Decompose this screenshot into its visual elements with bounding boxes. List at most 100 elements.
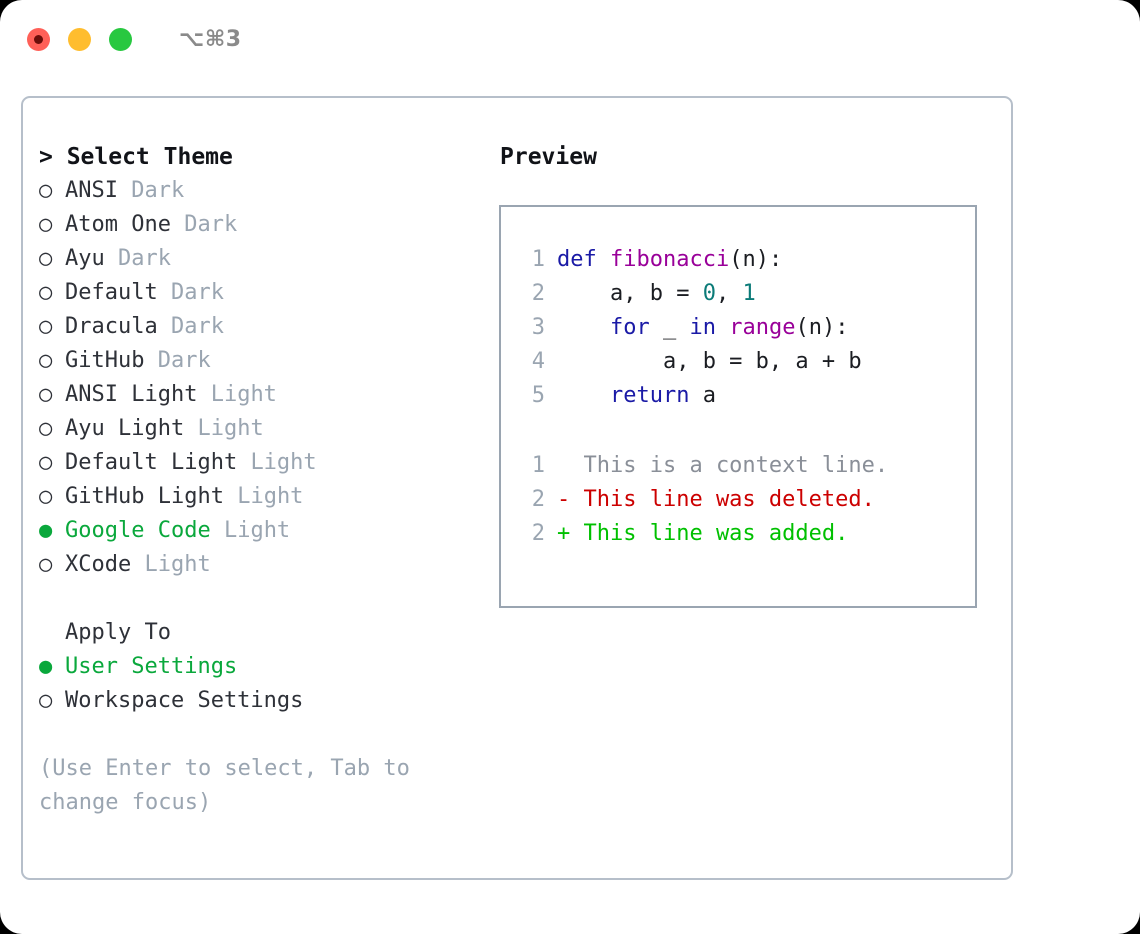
theme-list[interactable]: ○ANSI Dark○Atom One Dark○Ayu Dark○Defaul… xyxy=(39,174,499,582)
code-line: 2 a, b = 0, 1 xyxy=(519,277,975,311)
theme-list-item[interactable]: ○ Dracula Dark xyxy=(39,310,499,344)
theme-selector-column: > Select Theme ○ANSI Dark○Atom One Dark○… xyxy=(39,140,499,820)
keyboard-shortcut-label: ⌥⌘3 xyxy=(179,26,242,52)
theme-category: Light xyxy=(237,484,304,509)
diff-line: 2 + This line was added. xyxy=(519,517,975,551)
code-line: 4 a, b = b, a + b xyxy=(519,345,975,379)
radio-unselected-icon: ○ xyxy=(39,688,53,713)
theme-name: XCode xyxy=(65,552,132,577)
theme-name: Ayu Light xyxy=(65,416,185,441)
code-line: 3 for _ in range(n): xyxy=(519,311,975,345)
minimize-button[interactable] xyxy=(68,27,91,51)
radio-unselected-icon: ○ xyxy=(39,212,53,237)
diff-text: - This line was deleted. xyxy=(557,487,875,512)
diff-sample: 1 This is a context line. 2 - This line wa… xyxy=(519,449,975,551)
theme-list-item[interactable]: ○XCode Light xyxy=(39,548,499,582)
radio-unselected-icon: ○ xyxy=(39,450,53,475)
theme-name: GitHub xyxy=(65,348,145,373)
code-token: range xyxy=(729,315,796,340)
theme-name: ANSI Light xyxy=(65,382,198,407)
theme-category: Dark xyxy=(170,280,224,305)
code-token: (n): xyxy=(795,315,849,340)
traffic-lights xyxy=(27,27,132,51)
theme-list-item[interactable]: ○ GitHub Dark xyxy=(39,344,499,378)
theme-name: Google Code xyxy=(65,518,211,543)
code-token: for xyxy=(609,315,650,340)
radio-unselected-icon: ○ xyxy=(39,246,53,271)
diff-line: 1 This is a context line. xyxy=(519,449,975,483)
line-number: 4 xyxy=(531,349,545,374)
radio-unselected-icon: ○ xyxy=(39,314,53,339)
code-token: 0 xyxy=(702,281,716,306)
line-number: 3 xyxy=(531,315,545,340)
apply-to-list[interactable]: ● User Settings ○ Workspace Settings xyxy=(39,650,499,718)
apply-to-item[interactable]: ○ Workspace Settings xyxy=(39,684,499,718)
radio-unselected-icon: ○ xyxy=(39,416,53,441)
line-number: 1 xyxy=(531,247,545,272)
code-token: 1 xyxy=(742,281,756,306)
apply-to-header-label: Apply To xyxy=(65,620,171,645)
content-panel: > Select Theme ○ANSI Dark○Atom One Dark○… xyxy=(21,96,1013,880)
list-spacer xyxy=(39,582,499,616)
radio-unselected-icon: ○ xyxy=(39,178,53,203)
theme-category: Light xyxy=(210,382,277,407)
theme-category: Dark xyxy=(170,314,224,339)
keyboard-hint: (Use Enter to select, Tab to change focu… xyxy=(39,756,410,815)
theme-list-item[interactable]: ○Default Dark xyxy=(39,276,499,310)
diff-text: + This line was added. xyxy=(557,521,849,546)
code-token: fibonacci xyxy=(609,247,730,272)
radio-unselected-icon: ○ xyxy=(39,280,53,305)
theme-list-item[interactable]: ○ANSI Light Light xyxy=(39,378,499,412)
radio-selected-icon: ● xyxy=(39,518,53,543)
code-token: , xyxy=(715,281,743,306)
theme-name: Dracula xyxy=(65,314,158,339)
code-token: (n): xyxy=(729,247,783,272)
code-token: a, b = xyxy=(557,281,703,306)
apply-to-marker-space xyxy=(39,616,65,650)
theme-list-item[interactable]: ○ Default Light Light xyxy=(39,446,499,480)
theme-list-item[interactable]: ○ANSI Dark xyxy=(39,174,499,208)
record-indicator-icon xyxy=(34,34,43,44)
code-token: def xyxy=(557,247,610,272)
diff-line: 2 - This line was deleted. xyxy=(519,483,975,517)
theme-name: Default Light xyxy=(65,450,238,475)
apply-to-label: Workspace Settings xyxy=(65,688,304,713)
radio-unselected-icon: ○ xyxy=(39,348,53,373)
theme-list-item[interactable]: ○GitHub Light Light xyxy=(39,480,499,514)
radio-selected-icon: ● xyxy=(39,654,53,679)
line-number: 2 xyxy=(531,487,545,512)
apply-to-item[interactable]: ● User Settings xyxy=(39,650,499,684)
theme-category: Dark xyxy=(184,212,238,237)
theme-name: Ayu xyxy=(65,246,105,271)
theme-list-item[interactable]: ○ Atom One Dark xyxy=(39,208,499,242)
radio-unselected-icon: ○ xyxy=(39,484,53,509)
code-token: return xyxy=(609,383,690,408)
theme-list-item[interactable]: ○ Ayu Dark xyxy=(39,242,499,276)
apply-to-header: Apply To xyxy=(39,616,499,650)
line-number: 2 xyxy=(531,521,545,546)
theme-category: Light xyxy=(250,450,317,475)
theme-category: Light xyxy=(197,416,264,441)
preview-gap xyxy=(519,413,975,449)
code-token: in xyxy=(689,315,716,340)
theme-list-item[interactable]: ○ Ayu Light Light xyxy=(39,412,499,446)
apply-to-label: User Settings xyxy=(65,654,238,679)
code-token: a, b = b, a + b xyxy=(557,349,862,374)
code-token xyxy=(557,383,610,408)
close-button[interactable] xyxy=(27,27,50,51)
theme-name: Atom One xyxy=(65,212,171,237)
theme-category: Dark xyxy=(118,246,171,271)
code-token xyxy=(716,315,729,340)
code-token: a xyxy=(689,383,716,408)
maximize-button[interactable] xyxy=(109,27,132,51)
line-number: 2 xyxy=(531,281,545,306)
title-bar: ⌥⌘3 xyxy=(0,0,1140,78)
theme-category: Dark xyxy=(157,348,211,373)
diff-text: This is a context line. xyxy=(557,453,889,478)
theme-list-item[interactable]: ●Google Code Light xyxy=(39,514,499,548)
theme-category: Dark xyxy=(131,178,185,203)
code-line: 5 return a xyxy=(519,379,975,413)
